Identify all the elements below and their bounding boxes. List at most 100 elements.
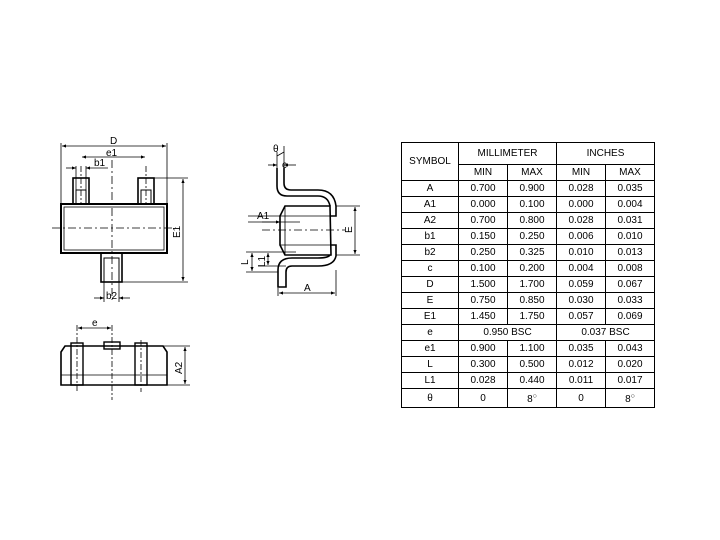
cell-symbol: b1 (401, 228, 459, 245)
cell-mm-min: 0.900 (458, 340, 508, 357)
cell-in-max: 0.043 (605, 340, 655, 357)
cell-symbol: e (401, 324, 459, 341)
cell-mm-min: 1.450 (458, 308, 508, 325)
dim-label-A: A (304, 283, 311, 294)
cell-in-max: 0.017 (605, 372, 655, 389)
degree-mark: ○ (532, 393, 537, 400)
cell-in-max: 8○ (605, 388, 655, 408)
top-view-body (60, 203, 168, 254)
mm-max-header: MAX (507, 164, 557, 181)
cell-mm-min: 0.750 (458, 292, 508, 309)
top-view (52, 143, 188, 302)
cell-in-max: 0.008 (605, 260, 655, 277)
symbol-header: SYMBOL (401, 142, 459, 181)
side-view-body (279, 205, 332, 256)
degree-mark: ○ (630, 393, 635, 400)
cell-symbol: E1 (401, 308, 459, 325)
cell-symbol: A1 (401, 196, 459, 213)
cell-mm-min: 0.000 (458, 196, 508, 213)
cell-in-max: 0.069 (605, 308, 655, 325)
cell-in-min: 0.010 (556, 244, 606, 261)
millimeter-header: MILLIMETER (458, 142, 557, 165)
cell-mm-max: 0.250 (507, 228, 557, 245)
dim-label-e1: e1 (106, 148, 118, 159)
cell-symbol: θ (401, 388, 459, 408)
dim-label-E: E (344, 226, 355, 233)
dim-label-b1: b1 (94, 158, 106, 169)
cell-in-min: 0.028 (556, 180, 606, 197)
cell-mm-max: 0.500 (507, 356, 557, 373)
dim-label-D: D (110, 136, 117, 147)
cell-in-max: 0.033 (605, 292, 655, 309)
cell-mm-max: 0.100 (507, 196, 557, 213)
cell-mm-max: 0.800 (507, 212, 557, 229)
cell-mm-min: 0.700 (458, 212, 508, 229)
cell-symbol: e1 (401, 340, 459, 357)
side-view (246, 146, 360, 296)
table-subheader-row: MIN MAX MIN MAX (402, 164, 655, 181)
cell-in-max: 0.035 (605, 180, 655, 197)
cell-mm-max: 1.700 (507, 276, 557, 293)
cell-mm-max: 0.440 (507, 372, 557, 389)
cell-mm-max: 0.200 (507, 260, 557, 277)
cell-mm-max: 1.100 (507, 340, 557, 357)
cell-mm-min: 0.100 (458, 260, 508, 277)
cell-in-min: 0.000 (556, 196, 606, 213)
in-max-header: MAX (605, 164, 655, 181)
cell-mm-min: 0.700 (458, 180, 508, 197)
cell-mm-max: 1.750 (507, 308, 557, 325)
table-header-row: SYMBOL MILLIMETER INCHES (401, 142, 655, 181)
cell-mm-min: 0.028 (458, 372, 508, 389)
dim-label-E1: E1 (172, 225, 183, 238)
cell-symbol: A (401, 180, 459, 197)
cell-in-max: 0.004 (605, 196, 655, 213)
cell-in-min: 0.035 (556, 340, 606, 357)
front-view (60, 325, 190, 400)
cell-mm-max: 8○ (507, 388, 557, 408)
cell-symbol: D (401, 276, 459, 293)
cell-symbol: b2 (401, 244, 459, 261)
cell-symbol: A2 (401, 212, 459, 229)
cell-in-max: 0.020 (605, 356, 655, 373)
dim-label-theta: θ (273, 144, 279, 155)
cell-mm-min: 0.250 (458, 244, 508, 261)
dim-label-c: c (282, 160, 287, 171)
cell-in-bsc: 0.037 BSC (556, 324, 655, 341)
dimension-table: SYMBOL MILLIMETER INCHES MIN MAX MIN MAX… (401, 142, 655, 408)
cell-mm-min: 1.500 (458, 276, 508, 293)
cell-in-max: 0.031 (605, 212, 655, 229)
cell-symbol: E (401, 292, 459, 309)
dim-label-L: L (240, 259, 251, 265)
cell-in-min: 0.028 (556, 212, 606, 229)
cell-mm-min: 0.300 (458, 356, 508, 373)
cell-in-max: 0.067 (605, 276, 655, 293)
cell-mm-max: 0.850 (507, 292, 557, 309)
dim-label-A1: A1 (257, 211, 270, 222)
cell-in-min: 0 (556, 388, 606, 408)
cell-symbol: L1 (401, 372, 459, 389)
dim-label-b2: b2 (106, 291, 118, 302)
cell-in-min: 0.006 (556, 228, 606, 245)
front-view-body (60, 345, 168, 386)
in-min-header: MIN (556, 164, 606, 181)
cell-in-max: 0.013 (605, 244, 655, 261)
inches-header: INCHES (556, 142, 655, 165)
cell-in-max: 0.010 (605, 228, 655, 245)
dim-label-A2: A2 (174, 361, 185, 374)
cell-in-min: 0.059 (556, 276, 606, 293)
